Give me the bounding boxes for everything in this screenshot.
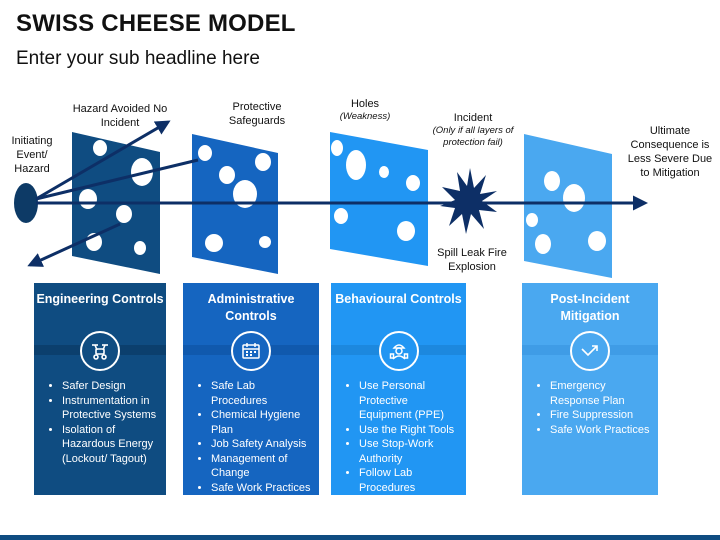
card-heading: Post-Incident Mitigation <box>550 292 630 323</box>
worker-icon <box>378 331 419 371</box>
deflected-down-arrow <box>27 222 121 267</box>
cheese-slice-behavioural <box>330 132 428 266</box>
list-item: Job Safety Analysis <box>211 437 313 452</box>
card-list: Safer Design Instrumentation in Protecti… <box>48 379 160 466</box>
list-item: Fire Suppression <box>550 408 652 423</box>
list-item: Safer Design <box>62 379 160 394</box>
card-administrative-controls: Administrative Controls Safe Lab Procedu… <box>183 283 319 495</box>
cheese-slice-mitigation <box>524 134 612 278</box>
list-item: Management of Change <box>211 452 313 481</box>
label-holes: Holes (Weakness) <box>325 97 405 123</box>
list-item: Use Personal Protective Equipment (PPE) <box>359 379 460 423</box>
label-initiating-event: Initiating Event/ Hazard <box>11 135 53 175</box>
card-behavioural-controls: Behavioural Controls Use Personal Protec… <box>331 283 466 495</box>
swiss-cheese-diagram <box>14 120 648 278</box>
label-ultimate-consequence: Ultimate Consequence is Less Severe Due … <box>627 125 713 179</box>
list-item: Chemical Hygiene Plan <box>211 408 313 437</box>
card-heading: Engineering Controls <box>36 292 164 306</box>
card-post-incident-mitigation: Post-Incident Mitigation Emergency Respo… <box>522 283 658 495</box>
list-item: Emergency Response Plan <box>550 379 652 408</box>
label-incident: Incident (Only if all layers of protecti… <box>428 111 518 149</box>
hazard-source-icon <box>14 183 38 223</box>
list-item: Use the Right Tools <box>359 423 460 438</box>
list-item: Safe Work Practices <box>211 481 313 496</box>
card-list: Use Personal Protective Equipment (PPE) … <box>345 379 460 495</box>
page-title: SWISS CHEESE MODEL <box>16 10 296 37</box>
label-holes-sub: (Weakness) <box>339 111 391 122</box>
list-item: Use Stop-Work Authority <box>359 437 460 466</box>
list-item: Isolation of Hazardous Energy (Lockout/ … <box>62 423 160 467</box>
footer-bar <box>0 535 720 540</box>
label-spill-leak: Spill Leak Fire Explosion <box>437 247 507 273</box>
deflected-trajectory-line <box>35 158 199 201</box>
card-engineering-controls: Engineering Controls Safer Design Instru… <box>34 283 166 495</box>
label-holes-title: Holes <box>350 98 380 110</box>
incident-burst-icon <box>440 168 497 234</box>
page-subtitle: Enter your sub headline here <box>16 48 260 69</box>
trend-arrow-icon <box>570 331 610 371</box>
hazard-avoided-arrow <box>35 120 171 201</box>
calendar-icon <box>231 331 271 371</box>
label-incident-title: Incident <box>453 112 493 124</box>
list-item: Safe Work Practices <box>550 423 652 438</box>
label-incident-sub: (Only if all layers of protection fail) <box>432 125 514 148</box>
card-list: Emergency Response Plan Fire Suppression… <box>536 379 652 437</box>
list-item: Safe Lab Procedures <box>211 379 313 408</box>
list-item: Follow Lab Procedures <box>359 466 460 495</box>
card-list: Safe Lab Procedures Chemical Hygiene Pla… <box>197 379 313 495</box>
drone-icon <box>80 331 120 371</box>
card-heading: Administrative Controls <box>207 292 295 323</box>
list-item: Instrumentation in Protective Systems <box>62 394 160 423</box>
label-protective-safeguards: Protective Safeguards <box>228 101 286 127</box>
label-hazard-avoided: Hazard Avoided No Incident <box>72 103 168 129</box>
card-heading: Behavioural Controls <box>335 292 462 306</box>
